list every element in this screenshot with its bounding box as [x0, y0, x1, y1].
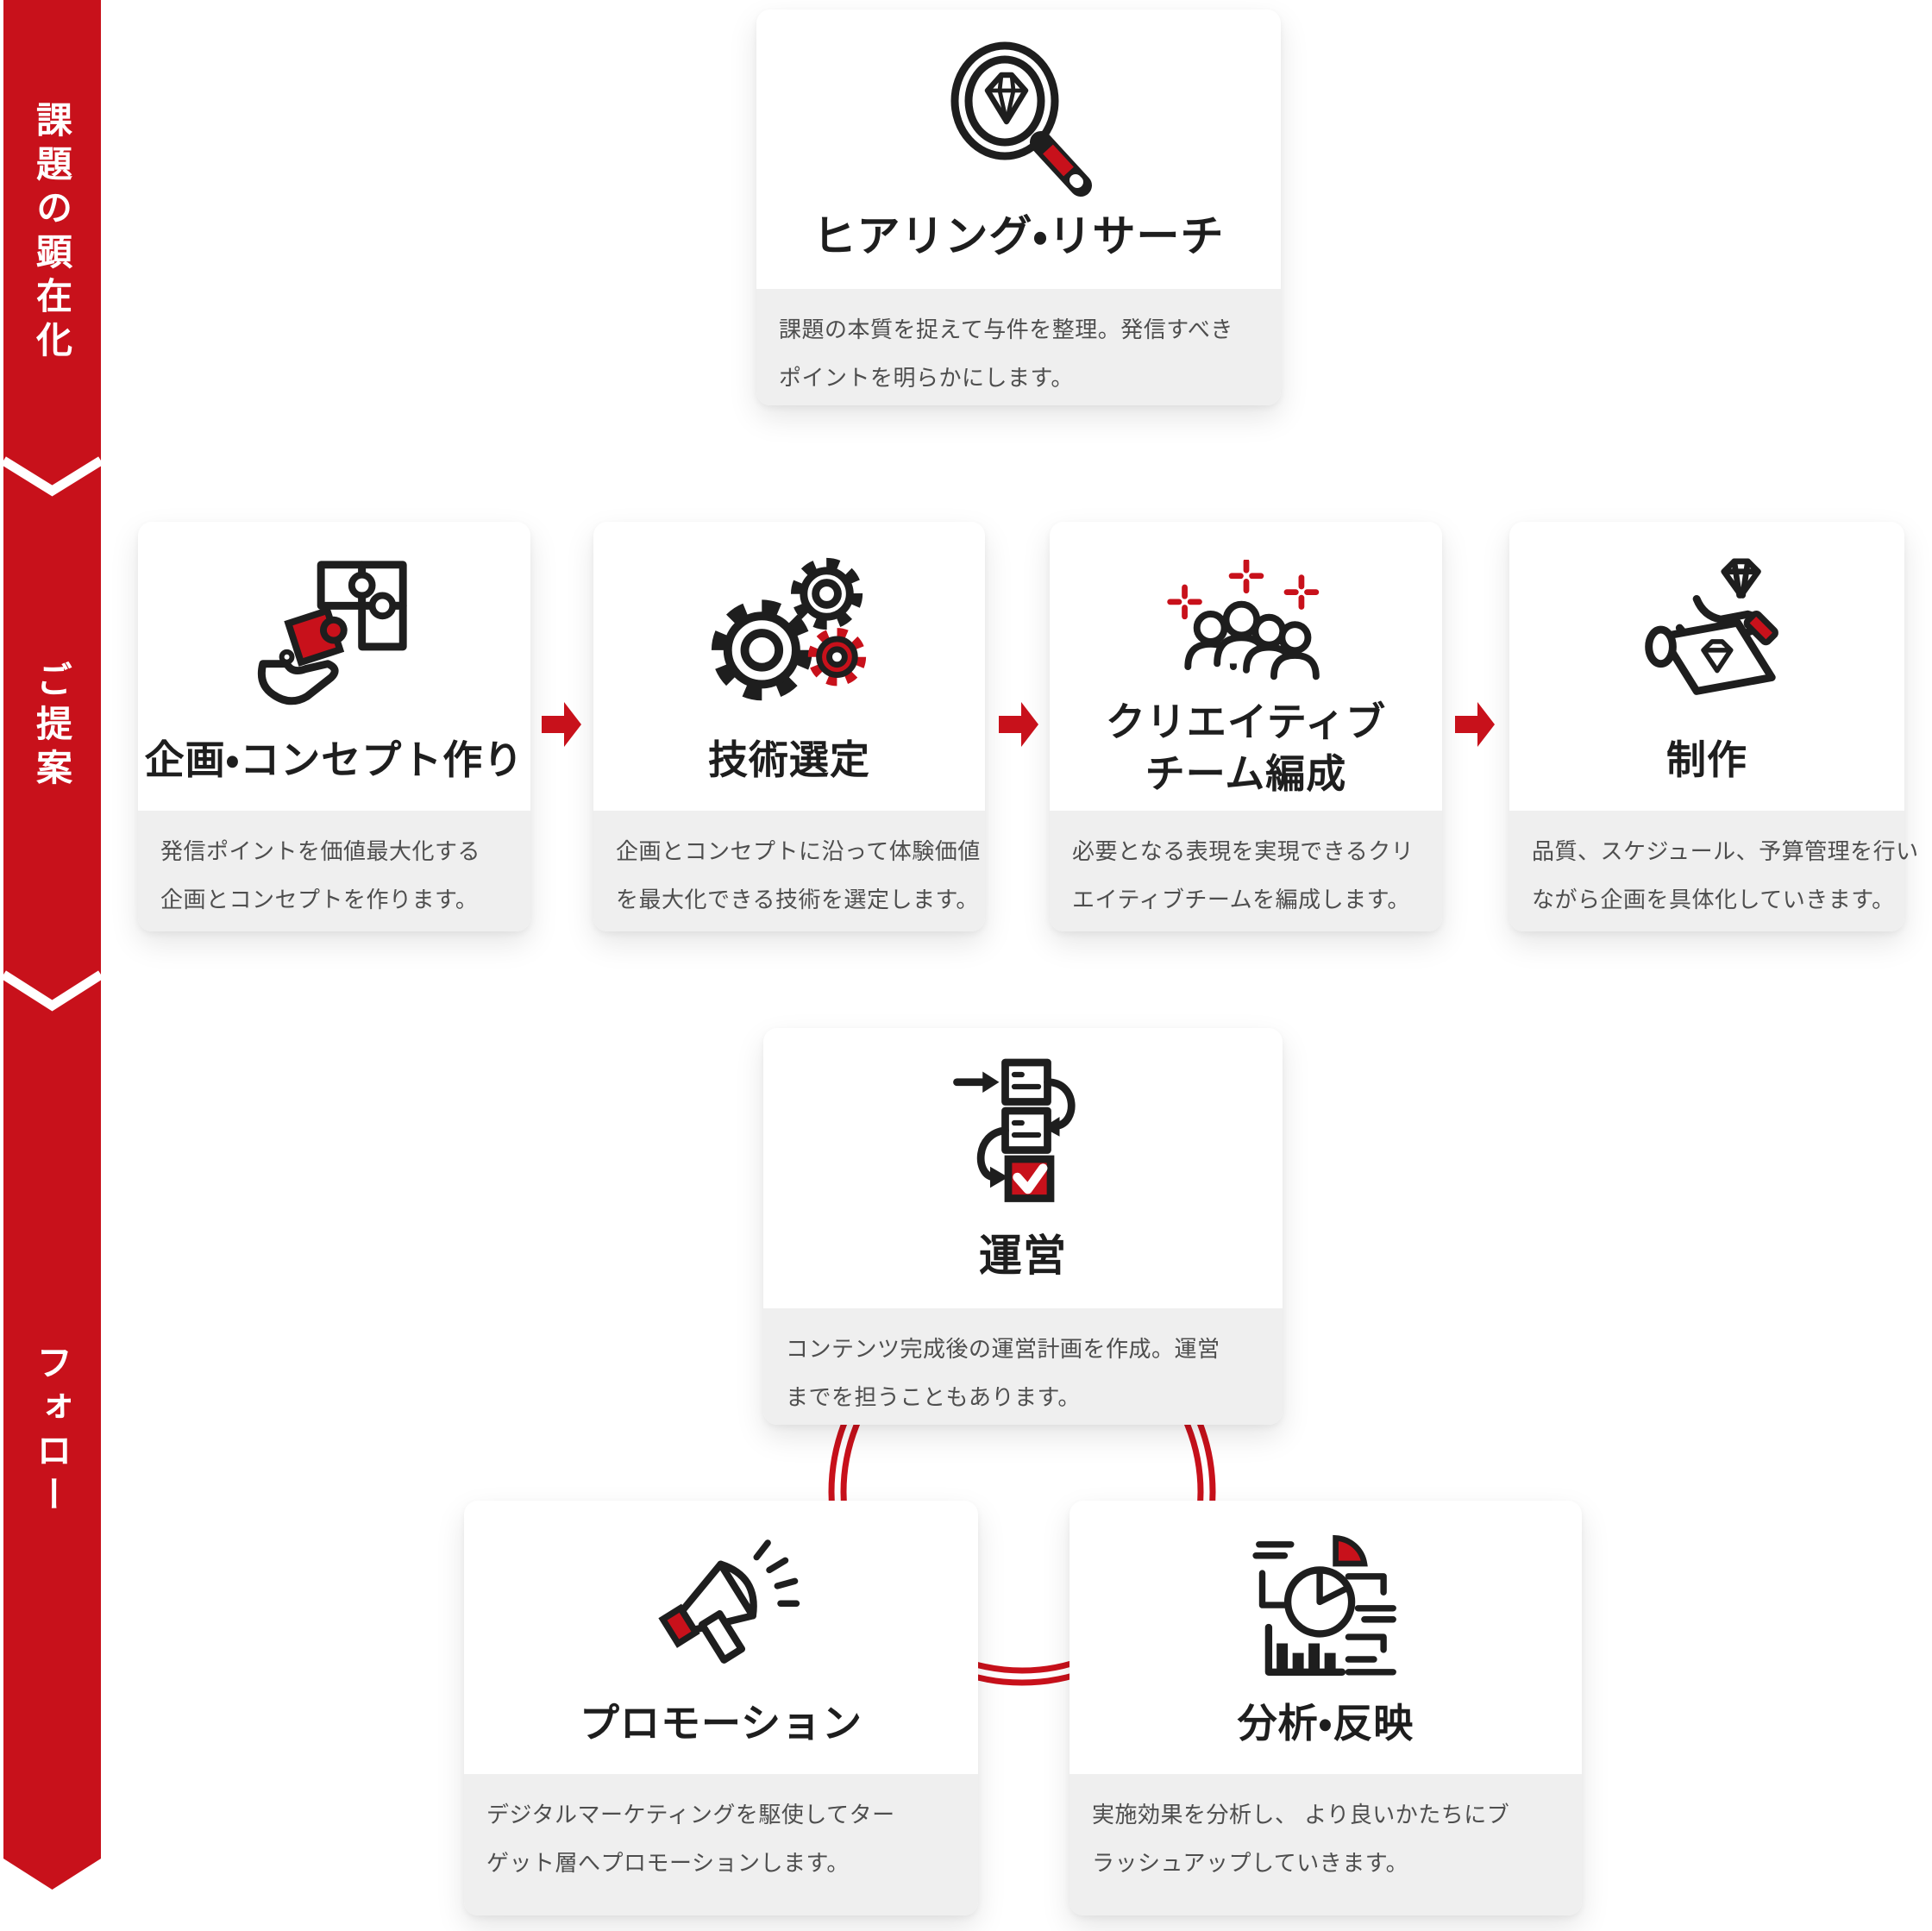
card-description: 課題の本質を捉えて与件を整理。発信すべき ポイントを明らかにします。: [756, 289, 1281, 405]
card-description: デジタルマーケティングを駆使してター ゲット層へプロモーションします。: [464, 1774, 978, 1915]
phase-label-follow: フォロー: [31, 1344, 72, 1520]
card-description: コンテンツ完成後の運営計画を作成。運営 までを担うこともあります。: [763, 1308, 1283, 1425]
card-operation: 運営 コンテンツ完成後の運営計画を作成。運営 までを担うこともあります。: [763, 1028, 1283, 1425]
card-analysis: 分析・反映 実施効果を分析し、 より良いかたちにブ ラッシュアップしていきます。: [1070, 1501, 1582, 1915]
card-title: 制作: [1666, 737, 1747, 783]
card-description: 品質、スケジュール、予算管理を行い ながら企画を具体化していきます。: [1509, 811, 1918, 931]
card-title: 分析・反映: [1237, 1701, 1414, 1746]
card-creative-team: クリエイティブ チーム編成 必要となる表現を実現できるクリ エイティブチームを編…: [1050, 522, 1442, 931]
workflow-check-icon: [763, 1050, 1283, 1219]
flow-arrow-icon: [999, 702, 1038, 747]
card-title: 運営: [979, 1232, 1067, 1280]
gears-icon: [593, 551, 985, 722]
card-description: 必要となる表現を実現できるクリ エイティブチームを編成します。: [1050, 811, 1442, 931]
phase-label-discovery: 課題の顕在化: [31, 101, 72, 365]
team-sparkle-icon: [1050, 560, 1442, 722]
flow-arrow-icon: [1455, 702, 1495, 747]
card-promotion: プロモーション デジタルマーケティングを駆使してター ゲット層へプロモーションし…: [464, 1501, 978, 1915]
chevron-divider-icon: [3, 456, 101, 1012]
card-technology-selection: 技術選定 企画とコンセプトに沿って体験価値 を最大化できる技術を選定します。: [593, 522, 985, 931]
card-description: 実施効果を分析し、 より良いかたちにブ ラッシュアップしていきます。: [1070, 1774, 1582, 1915]
card-hearing-research: ヒアリング・リサーチ 課題の本質を捉えて与件を整理。発信すべき ポイントを明らか…: [756, 9, 1281, 405]
card-title: クリエイティブ チーム編成: [1105, 699, 1387, 797]
card-description: 発信ポイントを価値最大化する 企画とコンセプトを作ります。: [138, 811, 530, 931]
card-title: ヒアリング・リサーチ: [812, 212, 1225, 260]
card-description: 企画とコンセプトに沿って体験価値 を最大化できる技術を選定します。: [593, 811, 985, 931]
blueprint-hand-icon: [1509, 551, 1904, 722]
phase-label-proposal: ご提案: [31, 661, 72, 793]
chart-pie-icon: [1070, 1532, 1582, 1691]
puzzle-hand-icon: [138, 551, 530, 722]
card-title: プロモーション: [579, 1701, 863, 1746]
magnifier-diamond-icon: [756, 39, 1281, 211]
flow-arrow-icon: [542, 702, 581, 747]
card-title: 企画・コンセプト作り: [144, 737, 524, 783]
megaphone-icon: [464, 1532, 978, 1691]
card-production: 制作 品質、スケジュール、予算管理を行い ながら企画を具体化していきます。: [1509, 522, 1918, 931]
card-title: 技術選定: [708, 737, 870, 783]
card-planning-concept: 企画・コンセプト作り 発信ポイントを価値最大化する 企画とコンセプトを作ります。: [138, 522, 530, 931]
phase-ribbon: [3, 0, 101, 1890]
